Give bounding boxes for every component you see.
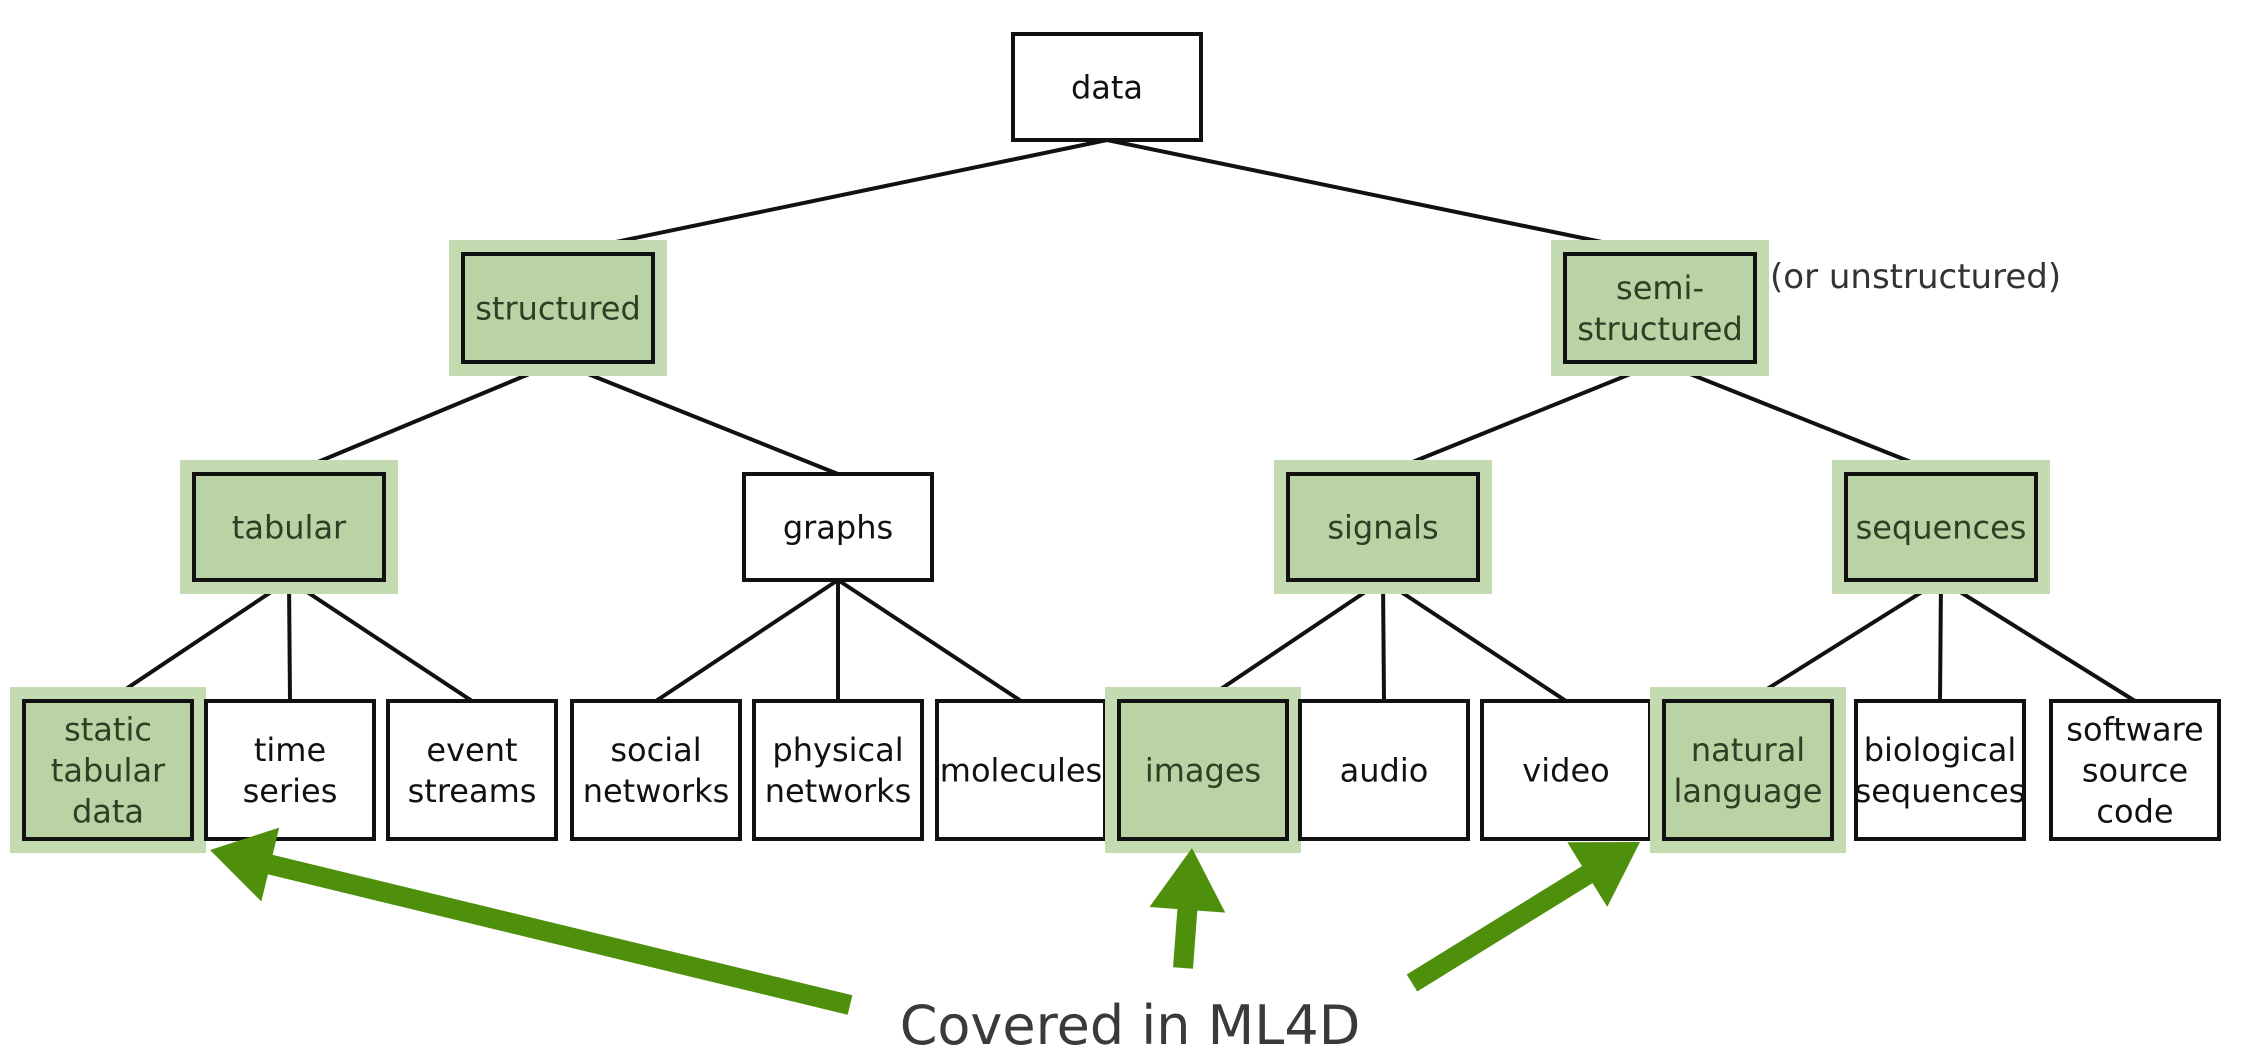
node-molecules: molecules — [935, 699, 1107, 841]
node-box — [1117, 699, 1289, 841]
tree-edge — [287, 360, 560, 476]
tree-edge — [1746, 578, 1943, 703]
coverage-caption: Covered in ML4D — [900, 994, 1361, 1049]
node-box — [742, 472, 934, 582]
node-box — [1011, 32, 1203, 142]
node-label: images — [1145, 752, 1261, 790]
node-audio: audio — [1298, 699, 1470, 841]
node-images: images — [1105, 687, 1301, 853]
tree-edge — [1381, 578, 1386, 703]
tree-edge — [1381, 578, 1568, 703]
node-label: semi-structured — [1577, 269, 1743, 348]
tree-edge — [1939, 578, 2137, 703]
node-sequences: sequences — [1832, 460, 2050, 594]
tree-edge — [106, 578, 291, 703]
semi-structured-note: (or unstructured) — [1770, 257, 2061, 297]
tree-edge — [1938, 578, 1943, 703]
node-box — [1662, 699, 1834, 841]
node-label: tabular — [232, 509, 347, 547]
node-semi-structured: semi-structured — [1551, 240, 1769, 376]
node-box — [22, 699, 194, 841]
node-signals: signals — [1274, 460, 1492, 594]
node-label: structured — [475, 290, 641, 328]
arrow-to-images — [1149, 848, 1226, 969]
node-box — [204, 699, 376, 841]
node-box — [1844, 472, 2038, 582]
node-label: video — [1522, 752, 1609, 790]
tree-edges — [106, 138, 2137, 703]
node-box — [1563, 252, 1757, 364]
tree-edge — [654, 578, 840, 703]
tree-edge — [1105, 138, 1662, 256]
node-video: video — [1480, 699, 1652, 841]
node-label: audio — [1340, 752, 1429, 790]
tree-nodes: data structured semi-structured tabular grap… — [10, 32, 2221, 853]
node-label: molecules — [940, 752, 1102, 790]
tree-edge — [556, 138, 1109, 256]
tree-edge — [1381, 360, 1662, 476]
node-box — [461, 252, 655, 364]
node-box — [386, 699, 558, 841]
node-box — [1854, 699, 2026, 841]
tree-edge — [1201, 578, 1385, 703]
tree-edge — [836, 578, 1023, 703]
node-structured: structured — [449, 240, 667, 376]
node-graphs: graphs — [742, 472, 934, 582]
tree-edge — [287, 578, 474, 703]
node-label: data — [1071, 69, 1143, 107]
tree-edge — [1658, 360, 1943, 476]
arrow-to-static-tabular-data — [210, 827, 853, 1015]
node-box — [1286, 472, 1480, 582]
coverage-arrows — [210, 827, 1640, 1015]
node-tabular: tabular — [180, 460, 398, 594]
tree-edge — [287, 578, 292, 703]
node-box — [752, 699, 924, 841]
node-box — [1298, 699, 1470, 841]
tree-edge — [556, 360, 840, 476]
node-box — [192, 472, 386, 582]
arrow-to-natural-language — [1406, 842, 1640, 992]
node-label: signals — [1327, 509, 1438, 547]
node-box — [570, 699, 742, 841]
node-label: graphs — [783, 509, 893, 547]
node-label: sequences — [1856, 509, 2027, 547]
node-box — [1480, 699, 1652, 841]
node-data: data — [1011, 32, 1203, 142]
node-box — [2049, 699, 2221, 841]
